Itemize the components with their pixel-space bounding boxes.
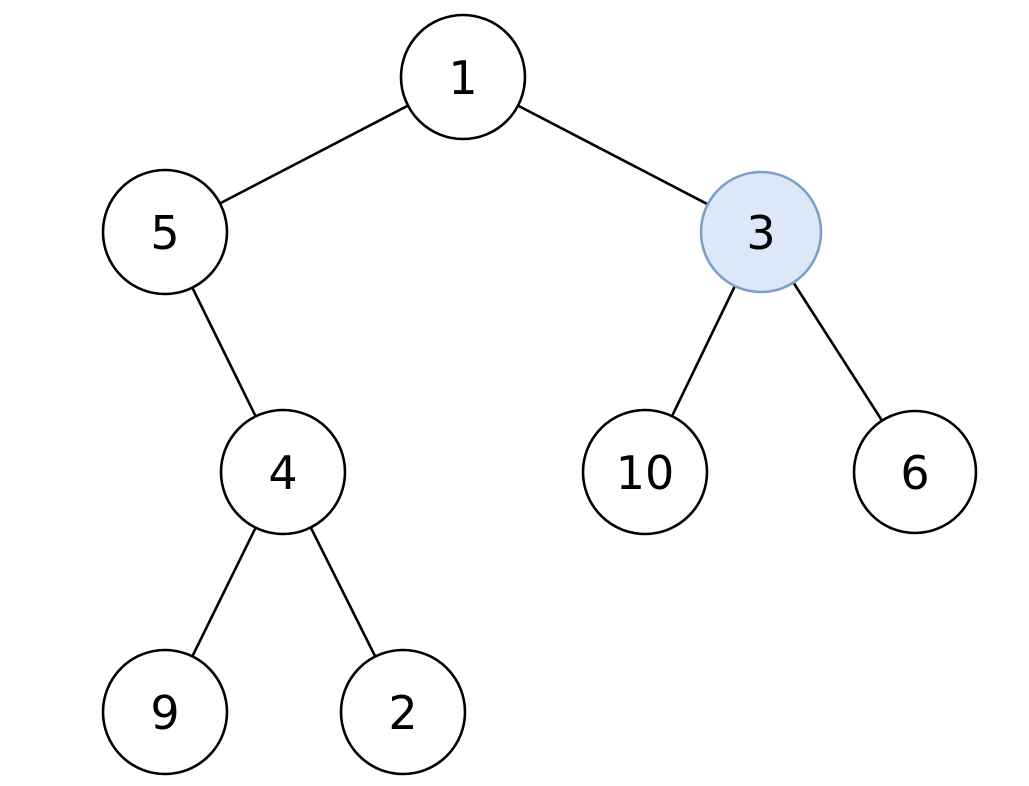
tree-edge-3-10 xyxy=(670,284,737,418)
node-circle[interactable] xyxy=(581,408,709,536)
tree-edge-4-9 xyxy=(191,526,257,658)
node-circle[interactable] xyxy=(399,13,527,141)
node-label: 2 xyxy=(388,686,417,740)
node-circle[interactable] xyxy=(101,168,229,296)
tree-node-10[interactable]: 10 xyxy=(581,408,709,536)
node-label: 3 xyxy=(746,206,775,260)
node-label: 9 xyxy=(150,686,179,740)
node-label: 5 xyxy=(150,206,179,260)
node-circle-highlighted[interactable] xyxy=(699,170,823,294)
node-label: 1 xyxy=(448,51,477,105)
tree-edge-5-4 xyxy=(191,286,257,418)
node-layer: 1 5 3 4 10 6 9 2 xyxy=(101,13,978,776)
tree-edge-4-2 xyxy=(309,526,377,658)
node-circle[interactable] xyxy=(852,409,978,535)
tree-node-9[interactable]: 9 xyxy=(101,648,229,776)
tree-edge-1-3 xyxy=(516,104,710,206)
node-circle[interactable] xyxy=(219,408,347,536)
node-label: 10 xyxy=(616,446,675,500)
tree-node-4[interactable]: 4 xyxy=(219,408,347,536)
tree-node-3[interactable]: 3 xyxy=(699,170,823,294)
node-label: 4 xyxy=(268,446,297,500)
tree-edge-3-6 xyxy=(792,281,884,422)
tree-node-1[interactable]: 1 xyxy=(399,13,527,141)
node-label: 6 xyxy=(900,446,929,500)
tree-node-2[interactable]: 2 xyxy=(339,648,467,776)
tree-node-6[interactable]: 6 xyxy=(852,409,978,535)
node-circle[interactable] xyxy=(101,648,229,776)
tree-node-5[interactable]: 5 xyxy=(101,168,229,296)
node-circle[interactable] xyxy=(339,648,467,776)
tree-edge-1-5 xyxy=(218,104,410,205)
edge-layer xyxy=(191,104,884,658)
